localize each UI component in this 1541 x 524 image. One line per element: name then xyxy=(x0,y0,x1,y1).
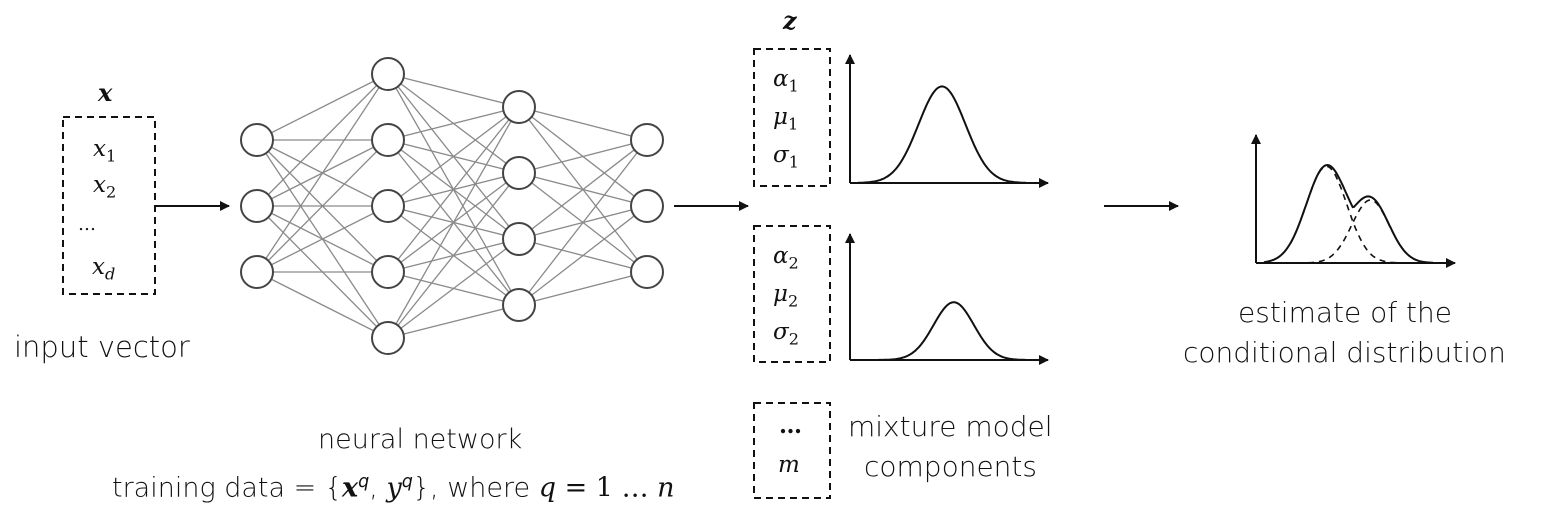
mu-1: μ1 xyxy=(773,104,799,134)
input-vector-symbol: x xyxy=(98,78,113,107)
network-edge xyxy=(256,73,389,207)
estimate-component-1-dashed xyxy=(1263,165,1433,264)
mu-2: μ2 xyxy=(773,281,799,311)
input-item-2: x2 xyxy=(93,172,117,202)
neuron-layer-1 xyxy=(240,189,274,223)
network-edge xyxy=(256,139,389,273)
neuron-layer-2 xyxy=(371,189,405,223)
output-vector-symbol: z xyxy=(783,6,797,35)
network-edge xyxy=(387,304,520,339)
neuron-layer-4 xyxy=(630,189,664,223)
neuron-layer-1 xyxy=(240,123,274,157)
mixture-label-line1: mixture model xyxy=(848,410,1053,443)
network-edge xyxy=(518,205,648,306)
mixture-label-line2: components xyxy=(864,450,1037,483)
network-edge xyxy=(387,106,520,339)
alpha-1: α1 xyxy=(773,66,799,96)
network-edge xyxy=(256,271,389,339)
network-edge xyxy=(518,139,648,306)
network-edge xyxy=(518,271,648,306)
component-2-box xyxy=(753,225,831,363)
component-2-curve xyxy=(858,301,1026,361)
neuron-layer-3 xyxy=(502,288,536,322)
network-edge xyxy=(256,73,389,141)
sigma-2: σ2 xyxy=(773,319,799,349)
neuron-layer-3 xyxy=(502,156,536,190)
component-1-curve xyxy=(858,85,1026,184)
component-m-box xyxy=(753,402,831,499)
input-item-1: x1 xyxy=(93,136,117,166)
component-2-plot-axes xyxy=(845,233,1049,365)
sigma-1: σ1 xyxy=(773,142,799,172)
estimate-label-line2: conditional distribution xyxy=(1183,336,1506,369)
neuron-layer-4 xyxy=(630,123,664,157)
estimate-label-line1: estimate of the xyxy=(1238,296,1452,329)
network-edge xyxy=(256,205,389,273)
network-edge xyxy=(387,106,520,273)
neuron-layer-2 xyxy=(371,57,405,91)
estimate-mixture-curve xyxy=(1263,163,1434,264)
input-item-d: xd xyxy=(92,254,116,284)
distribution-plots xyxy=(845,54,1456,365)
estimate-component-2-dashed xyxy=(1264,199,1434,264)
estimate-plot-axes xyxy=(1251,134,1456,268)
network-edge xyxy=(387,172,520,339)
network-edge xyxy=(387,238,520,339)
network-nodes xyxy=(240,57,664,355)
neuron-layer-1 xyxy=(240,255,274,289)
neuron-layer-4 xyxy=(630,255,664,289)
neuron-layer-2 xyxy=(371,123,405,157)
network-edge xyxy=(387,73,520,108)
input-item-ellipsis: … xyxy=(78,214,96,235)
network-edge xyxy=(518,139,648,174)
training-data-label: training data = {xq, yq}, where q = 1 … … xyxy=(112,472,675,504)
network-edge xyxy=(387,106,520,207)
network-edge xyxy=(387,106,520,141)
network-edge xyxy=(256,73,389,273)
component-1-box xyxy=(753,48,831,187)
component-1-plot-axes xyxy=(845,54,1049,188)
neuron-layer-2 xyxy=(371,255,405,289)
neuron-layer-2 xyxy=(371,321,405,355)
component-ellipsis: … xyxy=(779,412,802,439)
neuron-layer-3 xyxy=(502,90,536,124)
network-label: neural network xyxy=(318,424,523,455)
neuron-layer-3 xyxy=(502,222,536,256)
component-count-m: m xyxy=(778,452,800,478)
network-edge xyxy=(518,139,648,240)
input-vector-label: input vector xyxy=(14,330,190,364)
alpha-2: α2 xyxy=(773,243,799,273)
network-edges xyxy=(256,73,648,339)
network-edge xyxy=(518,106,648,141)
